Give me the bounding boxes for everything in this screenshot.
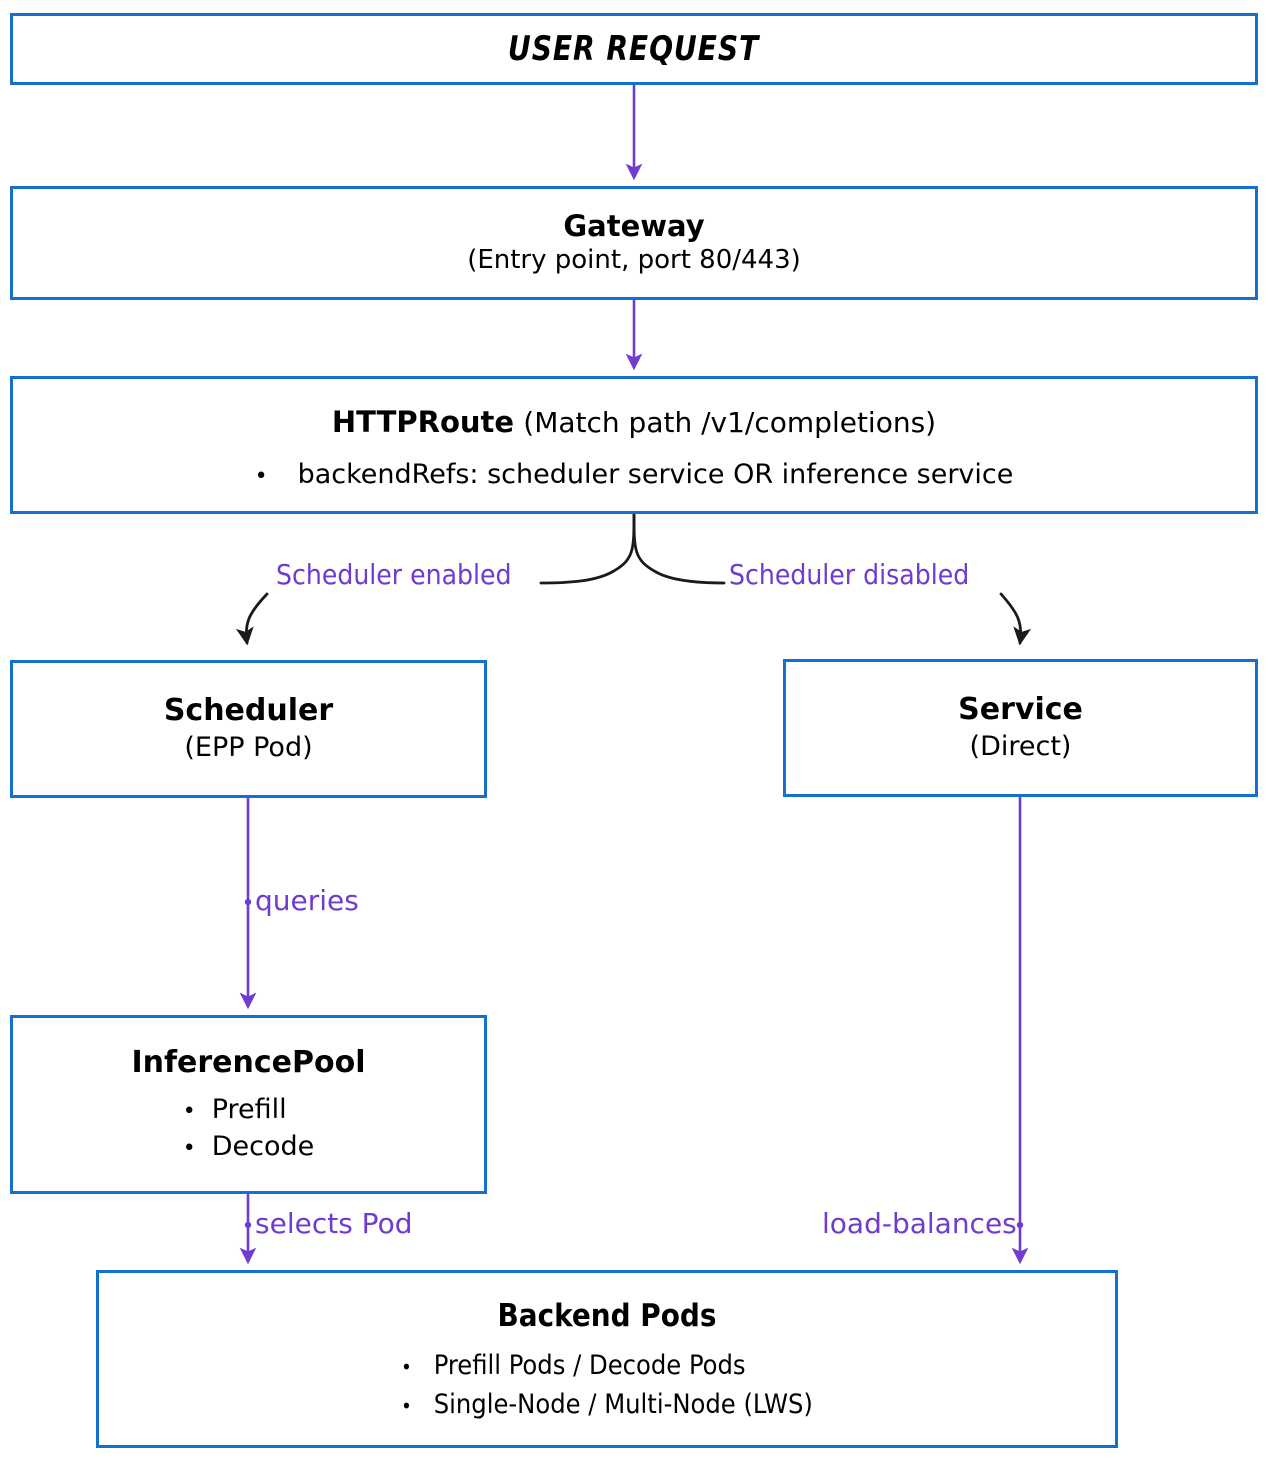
node-httproute-title-suffix: (Match path /v1/completions) [523,406,937,439]
node-httproute-title: HTTPRoute [331,405,515,439]
node-gateway[interactable]: Gateway (Entry point, port 80/443) [10,186,1258,300]
list-item: • Single-Node / Multi-Node (LWS) [401,1389,813,1420]
node-backend-pods[interactable]: Backend Pods • Prefill Pods / Decode Pod… [96,1270,1118,1448]
node-service-subtitle: (Direct) [969,730,1072,762]
edge-httproute-to-service [999,592,1032,646]
edge-tick-selects-pod [244,1221,252,1229]
node-httproute-bullet: • backendRefs: scheduler service OR infe… [255,459,1014,490]
node-httproute-headline: HTTPRoute (Match path /v1/completions) [332,405,936,439]
node-service[interactable]: Service (Direct) [783,659,1258,797]
node-scheduler-title: Scheduler [163,693,334,728]
edge-label-scheduler-enabled: Scheduler enabled [276,558,512,591]
node-inferencepool-title: InferencePool [131,1045,366,1080]
bullet-dot-icon: • [182,1135,196,1161]
node-service-title: Service [958,692,1083,727]
node-backend-pods-bullets: • Prefill Pods / Decode Pods • Single-No… [401,1350,813,1420]
edge-tick-queries [244,898,252,906]
node-gateway-subtitle: (Entry point, port 80/443) [467,244,801,275]
node-inferencepool[interactable]: InferencePool • Prefill • Decode [10,1015,487,1194]
edge-split-stem [610,512,636,574]
bullet-dot-icon: • [182,1098,196,1124]
node-user-request-title: USER REQUEST [508,28,760,69]
edge-tick-load-balances [1016,1221,1024,1229]
node-inferencepool-bullets: • Prefill • Decode [183,1094,315,1162]
edge-label-load-balances: load-balances [822,1207,1017,1240]
node-scheduler-subtitle: (EPP Pod) [184,731,313,763]
edge-httproute-to-scheduler [235,592,269,646]
bullet-dot-icon: • [254,464,268,489]
node-inferencepool-bullet-text: Decode [211,1130,315,1162]
node-backend-pods-bullet-text: Single-Node / Multi-Node (LWS) [433,1388,813,1420]
node-gateway-title: Gateway [563,209,705,244]
bullet-dot-icon: • [401,1393,412,1418]
node-backend-pods-title: Backend Pods [497,1298,717,1334]
edge-label-scheduler-disabled: Scheduler disabled [729,558,970,591]
edge-label-queries: queries [255,884,359,917]
edge-httproute-to-service-tail [654,570,726,585]
bullet-dot-icon: • [401,1354,412,1379]
node-scheduler[interactable]: Scheduler (EPP Pod) [10,660,487,798]
node-backend-pods-bullet-text: Prefill Pods / Decode Pods [433,1349,746,1381]
list-item: • Decode [183,1131,315,1162]
edge-httproute-to-scheduler-tail [539,570,614,585]
node-httproute-bullet-text: backendRefs: scheduler service OR infere… [297,459,1014,490]
edge-label-selects-pod: selects Pod [255,1207,413,1240]
edge-split-stem-right [632,512,658,574]
node-inferencepool-bullet-text: Prefill [211,1093,287,1125]
node-httproute[interactable]: HTTPRoute (Match path /v1/completions) •… [10,376,1258,514]
node-user-request[interactable]: USER REQUEST [10,13,1258,85]
list-item: • Prefill Pods / Decode Pods [401,1350,745,1381]
list-item: • Prefill [183,1094,287,1125]
